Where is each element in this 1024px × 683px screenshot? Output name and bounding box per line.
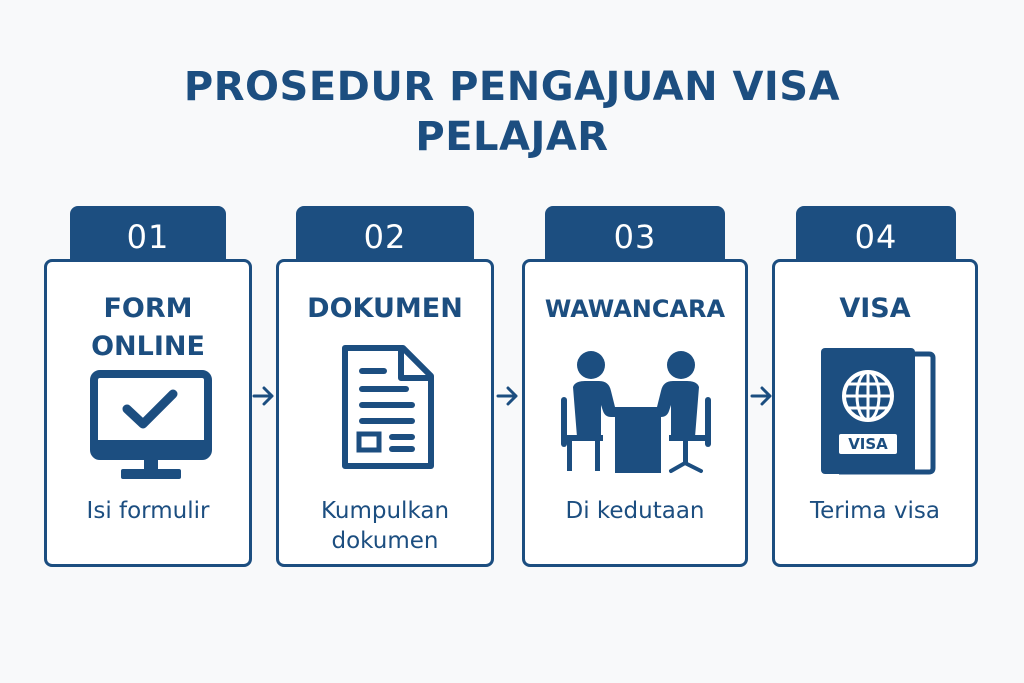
monitor-check-icon bbox=[90, 370, 212, 479]
step-number-tab: 02 bbox=[296, 206, 474, 262]
step-number-tab: 01 bbox=[70, 206, 226, 262]
step-number-tab: 03 bbox=[545, 206, 725, 262]
passport-visa-label: VISA bbox=[848, 435, 888, 453]
page-title: PROSEDUR PENGAJUAN VISA PELAJAR bbox=[0, 62, 1024, 162]
step-title: VISA bbox=[839, 293, 911, 324]
step-card: FORM ONLINE Isi formulir bbox=[44, 259, 252, 567]
arrow-right-icon bbox=[252, 386, 274, 406]
page-title-line1: PROSEDUR PENGAJUAN VISA bbox=[183, 64, 841, 110]
step-title: DOKUMEN bbox=[307, 293, 463, 324]
interview-icon bbox=[561, 351, 711, 473]
page-title-line2: PELAJAR bbox=[415, 114, 609, 160]
step-description: Kumpulkan dokumen bbox=[320, 498, 450, 554]
step-title: WAWANCARA bbox=[544, 295, 726, 323]
step-title: FORM ONLINE bbox=[91, 293, 205, 362]
passport-icon: VISA bbox=[821, 348, 936, 475]
step-description: Di kedutaan bbox=[565, 498, 705, 524]
document-icon bbox=[342, 345, 434, 469]
arrow-right-icon bbox=[496, 386, 518, 406]
arrow-right-icon bbox=[750, 386, 772, 406]
step-number-tab: 04 bbox=[796, 206, 956, 262]
step-card: WAWANCARA Di kedutaan bbox=[522, 259, 748, 567]
step-card: DOKUMEN Kumpulkan dokumen bbox=[276, 259, 494, 567]
step-description: Isi formulir bbox=[86, 498, 210, 524]
step-description: Terima visa bbox=[809, 498, 941, 524]
step-card: VISA VISA Terima visa bbox=[772, 259, 978, 567]
